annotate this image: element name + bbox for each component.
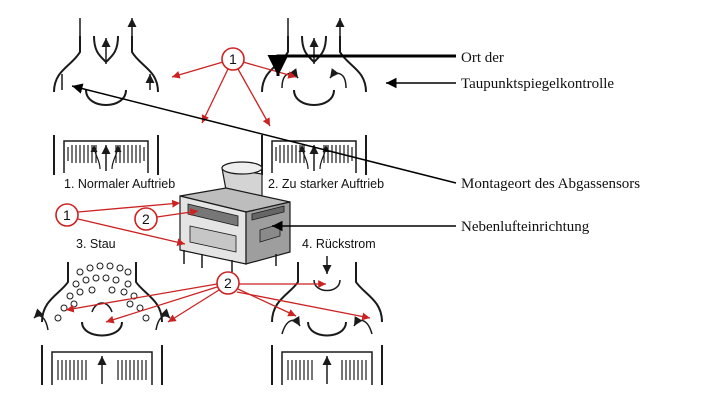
label-ort-der: Ort der <box>461 50 504 66</box>
callout-2-bottom-label: 2 <box>224 275 232 291</box>
label-nebenlufteinrichtung: Nebenlufteinrichtung <box>461 219 590 235</box>
callout-1-top-label: 1 <box>229 51 237 67</box>
callout-1-mid: 1 <box>55 203 79 227</box>
label-montageort: Montageort des Abgassensors <box>461 176 640 192</box>
panel-backflow: 4. Rückstrom <box>271 237 383 385</box>
callout-2-mid-arrow <box>156 208 199 218</box>
callout-2-mid-label: 2 <box>142 211 150 227</box>
callout-1-top: 1 <box>221 47 245 71</box>
panel-1-label: 1. Normaler Auftrieb <box>64 177 175 191</box>
annotation-pointers <box>71 54 457 232</box>
panel-2-label: 2. Zu starker Auftrieb <box>268 177 384 191</box>
panel-blockage: 3. Stau <box>33 237 171 385</box>
panel-strong-draft: 2. Zu starker Auftrieb <box>261 18 384 191</box>
callout-2-bottom: 2 <box>216 271 240 295</box>
callout-1-top-arrows <box>171 61 297 127</box>
callout-2-bottom-arrows <box>65 280 371 324</box>
panel-3-label: 3. Stau <box>76 237 116 251</box>
callout-1-mid-label: 1 <box>63 207 71 223</box>
callout-2-mid: 2 <box>134 207 158 231</box>
label-taupunktspiegelkontrolle: Taupunktspiegelkontrolle <box>461 76 614 92</box>
panel-normal-draft: 1. Normaler Auftrieb <box>53 18 175 191</box>
callout-1-mid-arrows <box>77 199 186 247</box>
panel-4-label: 4. Rückstrom <box>302 237 376 251</box>
